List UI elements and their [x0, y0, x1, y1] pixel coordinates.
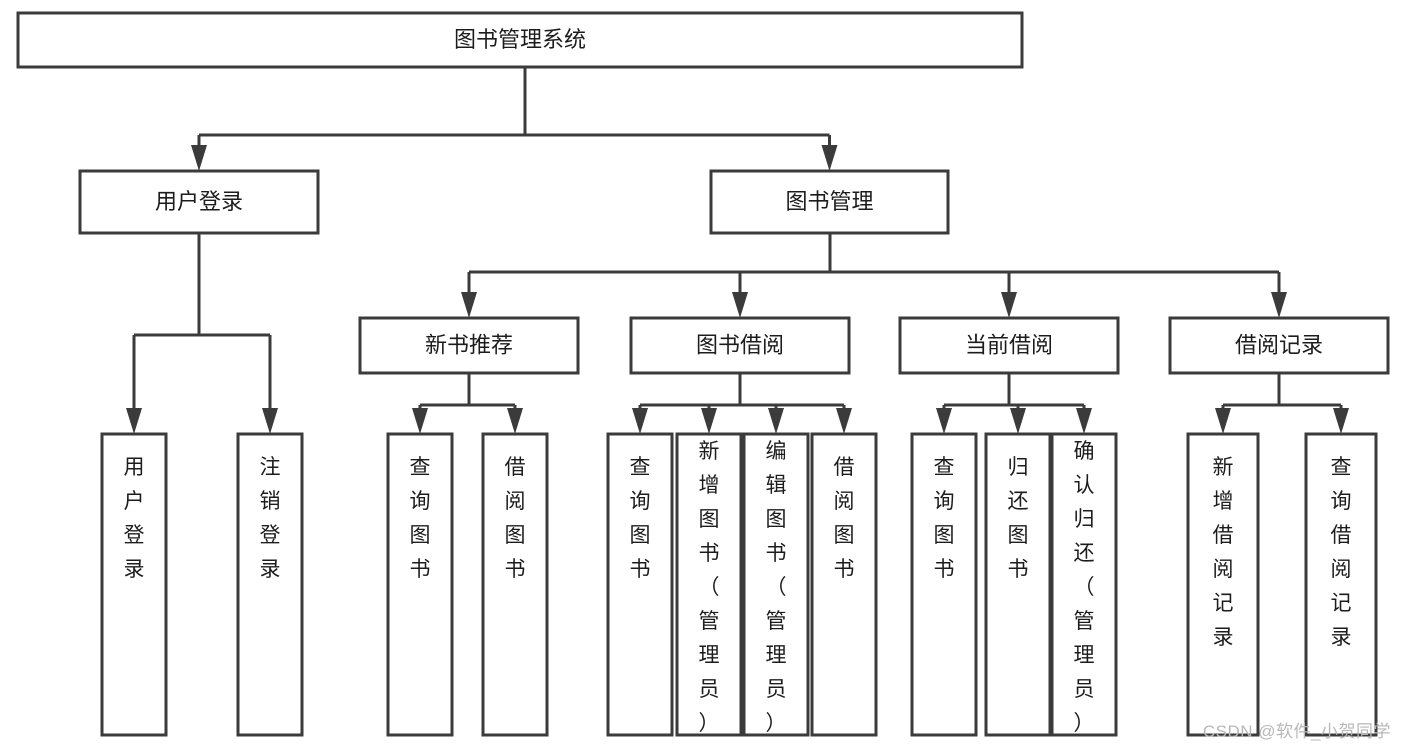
arrow-head-icon	[1333, 408, 1349, 434]
node-leaf-return-book[interactable]: 归还图书	[984, 432, 1052, 737]
node-box-borrow-records	[1168, 316, 1390, 375]
node-leaf-edit-book-admin[interactable]: 编辑图书（管理员）	[742, 432, 810, 737]
node-box-leaf-query-books-recommend	[386, 432, 454, 737]
node-box-leaf-edit-book-admin	[742, 432, 810, 737]
node-layer: 图书管理系统用户登录图书管理新书推荐图书借阅当前借阅借阅记录用户登录注销登录查询…	[16, 11, 1390, 737]
node-leaf-query-books-recommend[interactable]: 查询图书	[386, 432, 454, 737]
node-box-leaf-query-borrow-record	[1304, 432, 1378, 737]
node-box-root	[16, 11, 1024, 69]
node-current-borrow[interactable]: 当前借阅	[898, 316, 1120, 375]
node-box-leaf-borrow-book	[810, 432, 878, 737]
node-box-leaf-return-book	[984, 432, 1052, 737]
node-root[interactable]: 图书管理系统	[16, 11, 1024, 69]
node-leaf-query-books-current[interactable]: 查询图书	[910, 432, 978, 737]
arrow-head-icon	[732, 292, 748, 318]
node-label-leaf-confirm-return-admin: 确认归还（管理员）	[1074, 440, 1095, 735]
node-book-management[interactable]: 图书管理	[709, 169, 950, 235]
node-label-leaf-borrow-books-recommend: 借阅图书	[505, 456, 526, 581]
node-new-book-recommend[interactable]: 新书推荐	[358, 316, 580, 375]
node-label-leaf-query-books-current: 查询图书	[934, 456, 955, 581]
node-label-leaf-return-book: 归还图书	[1008, 456, 1029, 581]
node-leaf-query-borrow-record[interactable]: 查询借阅记录	[1304, 432, 1378, 737]
arrow-head-icon	[768, 408, 784, 434]
node-book-borrow[interactable]: 图书借阅	[629, 316, 851, 375]
node-label-root: 图书管理系统	[454, 27, 586, 52]
node-leaf-add-borrow-record[interactable]: 新增借阅记录	[1186, 432, 1260, 737]
node-box-leaf-borrow-books-recommend	[481, 432, 549, 737]
node-box-user-login	[78, 169, 320, 235]
node-box-leaf-query-books-borrow	[606, 432, 674, 737]
node-label-leaf-borrow-book: 借阅图书	[834, 456, 855, 581]
connector-recommend-to-leaves	[412, 373, 523, 434]
node-box-leaf-add-borrow-record	[1186, 432, 1260, 737]
connector-root-to-level1	[191, 67, 838, 171]
arrow-head-icon	[936, 408, 952, 434]
node-leaf-confirm-return-admin[interactable]: 确认归还（管理员）	[1050, 432, 1118, 737]
arrow-head-icon	[836, 408, 852, 434]
node-box-leaf-confirm-return-admin	[1050, 432, 1118, 737]
arrow-head-icon	[126, 408, 142, 434]
node-label-borrow-records: 借阅记录	[1235, 332, 1323, 357]
arrow-head-icon	[632, 408, 648, 434]
node-label-user-login: 用户登录	[155, 189, 243, 214]
node-leaf-logout-login[interactable]: 注销登录	[236, 432, 304, 737]
arrow-head-icon	[1076, 408, 1092, 434]
node-box-book-management	[709, 169, 950, 235]
node-label-leaf-query-books-recommend: 查询图书	[410, 456, 431, 581]
arrow-head-icon	[461, 292, 477, 318]
arrow-head-icon	[191, 145, 207, 171]
arrow-head-icon	[1001, 292, 1017, 318]
node-box-leaf-user-login	[100, 432, 168, 737]
node-box-leaf-logout-login	[236, 432, 304, 737]
node-leaf-user-login[interactable]: 用户登录	[100, 432, 168, 737]
connector-borrow-to-leaves	[632, 373, 852, 434]
node-leaf-borrow-book[interactable]: 借阅图书	[810, 432, 878, 737]
arrow-head-icon	[821, 145, 838, 171]
connector-current-to-leaves	[936, 373, 1092, 434]
connector-layer	[126, 67, 1349, 434]
node-box-current-borrow	[898, 316, 1120, 375]
node-box-leaf-query-books-current	[910, 432, 978, 737]
node-box-new-book-recommend	[358, 316, 580, 375]
node-leaf-add-book-admin[interactable]: 新增图书（管理员）	[675, 432, 743, 737]
node-leaf-borrow-books-recommend[interactable]: 借阅图书	[481, 432, 549, 737]
arrow-head-icon	[412, 408, 428, 434]
arrow-head-icon	[507, 408, 523, 434]
connector-bookmgmt-to-level2	[461, 233, 1287, 318]
arrow-head-icon	[1010, 408, 1026, 434]
arrow-head-icon	[1215, 408, 1231, 434]
arrow-head-icon	[262, 408, 278, 434]
arrow-head-icon	[1271, 292, 1287, 318]
arrow-head-icon	[701, 408, 717, 434]
node-box-book-borrow	[629, 316, 851, 375]
node-borrow-records[interactable]: 借阅记录	[1168, 316, 1390, 375]
node-label-leaf-user-login: 用户登录	[124, 456, 145, 581]
node-label-current-borrow: 当前借阅	[965, 332, 1053, 357]
node-label-leaf-add-borrow-record: 新增借阅记录	[1213, 456, 1234, 649]
node-label-leaf-edit-book-admin: 编辑图书（管理员）	[766, 440, 787, 735]
node-box-leaf-add-book-admin	[675, 432, 743, 737]
node-label-leaf-query-books-borrow: 查询图书	[630, 456, 651, 581]
node-user-login[interactable]: 用户登录	[78, 169, 320, 235]
connector-userlogin-to-leaves	[126, 233, 278, 434]
node-leaf-query-books-borrow[interactable]: 查询图书	[606, 432, 674, 737]
connector-records-to-leaves	[1215, 373, 1349, 434]
node-label-leaf-logout-login: 注销登录	[260, 456, 281, 581]
node-label-new-book-recommend: 新书推荐	[425, 332, 513, 357]
node-label-leaf-query-borrow-record: 查询借阅记录	[1331, 456, 1352, 649]
node-label-book-borrow: 图书借阅	[696, 332, 784, 357]
node-label-book-management: 图书管理	[785, 189, 873, 214]
node-label-leaf-add-book-admin: 新增图书（管理员）	[699, 440, 720, 735]
